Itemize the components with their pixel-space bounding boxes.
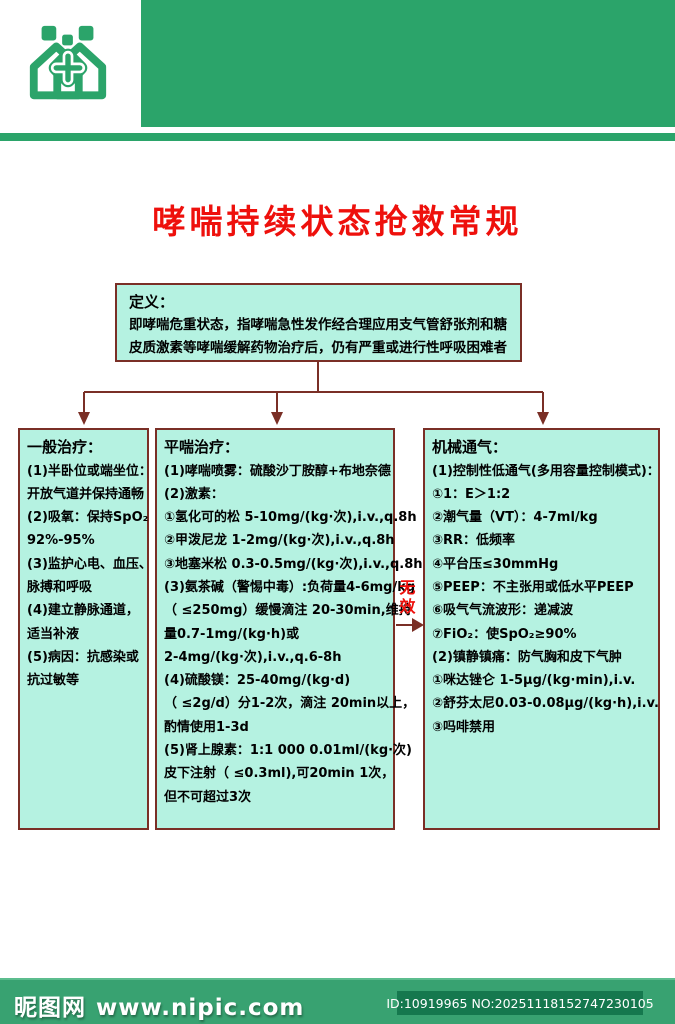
text-line: (1)哮喘喷雾：硫酸沙丁胺醇+布地奈德 [164, 463, 391, 479]
header-green-band [141, 0, 675, 127]
page-title: 哮喘持续状态抢救常规 [152, 202, 523, 241]
text-line: (1)控制性低通气(多用容量控制模式)： [432, 463, 660, 479]
box-general-treatment: 一般治疗： (1)半卧位或端坐位： 开放气道并保持通畅 (2)吸氧：保持SpO₂ 92… [18, 428, 152, 830]
site-name: 昵图网 [14, 995, 86, 1021]
text-line: (5)病因：抗感染或 [27, 649, 139, 665]
box-ventilation-body: (1)控制性低通气(多用容量控制模式)： ①1：E＞1:2 ②潮气量（VT）：4-7… [432, 460, 660, 740]
definition-heading: 定义： [129, 293, 175, 311]
text-line: 开放气道并保持通畅 [27, 486, 145, 502]
text-line: ②潮气量（VT）：4-7ml/kg [432, 510, 598, 526]
hospital-house-cross-logo [29, 25, 107, 100]
text-line: (1)半卧位或端坐位： [27, 463, 152, 479]
definition-box: 定义： 即哮喘危重状态，指哮喘急性发作经合理应用支气管舒张剂和糖皮质激素等哮喘缓… [115, 283, 522, 362]
text-line: ④平台压≤30mmHg [432, 556, 559, 572]
text-line: ②舒芬太尼0.03-0.08μg/(kg·h),i.v. [432, 696, 659, 712]
text-line: 皮质激素等哮喘缓解药物治疗后，仍有严重或进行性呼吸困难者 [129, 340, 507, 356]
text-line: (2)镇静镇痛：防气胸和皮下气肿 [432, 649, 622, 665]
text-line: ②甲泼尼龙 1-2mg/(kg·次),i.v.,q.8h [164, 533, 395, 549]
box-antiasthma-treatment: 平喘治疗： (1)哮喘喷雾：硫酸沙丁胺醇+布地奈德 (2)激素： ①氢化可的松 5-… [155, 428, 423, 830]
site-branding: 昵图网 www.nipic.com [14, 988, 304, 1022]
image-id-badge: ID:10919965 NO:20251118152747230105 [386, 991, 654, 1015]
text-line: (2)吸氧：保持SpO₂ [27, 510, 149, 526]
text-line: 脉搏和呼吸 [27, 579, 93, 595]
box-mechanical-ventilation: 机械通气： (1)控制性低通气(多用容量控制模式)： ①1：E＞1:2 ②潮气量（V… [423, 428, 660, 830]
box-general-title: 一般治疗： [27, 438, 103, 456]
text-line: ⑥吸气气流波形：递减波 [432, 603, 574, 619]
ineffective-label: 无效 [399, 578, 416, 616]
text-line: ①1：E＞1:2 [432, 486, 511, 502]
text-line: 适当补液 [27, 626, 80, 642]
text-line: (2)激素： [164, 486, 224, 502]
text-line: 抗过敏等 [27, 673, 80, 689]
text-line: ①氢化可的松 5-10mg/(kg·次),i.v.,q.8h [164, 510, 417, 526]
text-line: ③RR：低频率 [432, 533, 516, 549]
text-line: ③地塞米松 0.3-0.5mg/(kg·次),i.v.,q.8h [164, 556, 423, 572]
text-line: 但不可超过3次 [164, 789, 252, 805]
box-ventilation-title: 机械通气： [432, 438, 508, 456]
text-line: 即哮喘危重状态，指哮喘急性发作经合理应用支气管舒张剂和糖 [129, 317, 507, 333]
text-line: ③吗啡禁用 [432, 719, 496, 735]
text-line: （ ≤2g/d）分1-2次，滴注 20min以上， [164, 696, 416, 712]
logo-box [0, 0, 141, 127]
definition-body: 即哮喘危重状态，指哮喘急性发作经合理应用支气管舒张剂和糖皮质激素等哮喘缓解药物治… [129, 314, 508, 360]
text-line: (3)氨茶碱（警惕中毒）:负荷量4-6mg/kg [164, 579, 416, 595]
text-line: 量0.7-1mg/(kg·h)或 [164, 626, 300, 642]
text-line: 2-4mg/(kg·次),i.v.,q.6-8h [164, 649, 342, 665]
text-line: 皮下注射（ ≤0.3ml),可20min 1次， [164, 766, 395, 782]
text-line: ①咪达锉仑 1-5μg/(kg·min),i.v. [432, 673, 636, 689]
header-stripe [0, 133, 675, 141]
site-url: www.nipic.com [96, 995, 305, 1021]
box-antiasthma-body: (1)哮喘喷雾：硫酸沙丁胺醇+布地奈德 (2)激素： ①氢化可的松 5-10mg/(… [164, 460, 423, 809]
text-line: （ ≤250mg）缓慢滴注 20-30min,维持 [164, 603, 412, 619]
text-line: (4)硫酸镁：25-40mg/(kg·d) [164, 673, 351, 689]
text-line: (5)肾上腺素：1:1 000 0.01ml/(kg·次) [164, 743, 413, 759]
text-line: ⑦FiO₂：使SpO₂≥90% [432, 626, 577, 642]
text-line: (3)监护心电、血压、 [27, 556, 152, 572]
footer-bar: 昵图网 www.nipic.com ID:10919965 NO:20251118… [0, 978, 675, 1024]
box-antiasthma-title: 平喘治疗： [164, 438, 240, 456]
text-line: (4)建立静脉通道， [27, 603, 139, 619]
text-line: 92%-95% [27, 533, 95, 549]
text-line: ⑤PEEP：不主张用或低水平PEEP [432, 579, 634, 595]
box-general-body: (1)半卧位或端坐位： 开放气道并保持通畅 (2)吸氧：保持SpO₂ 92%-95% (… [27, 460, 152, 693]
text-line: 酌情使用1-3d [164, 719, 249, 735]
